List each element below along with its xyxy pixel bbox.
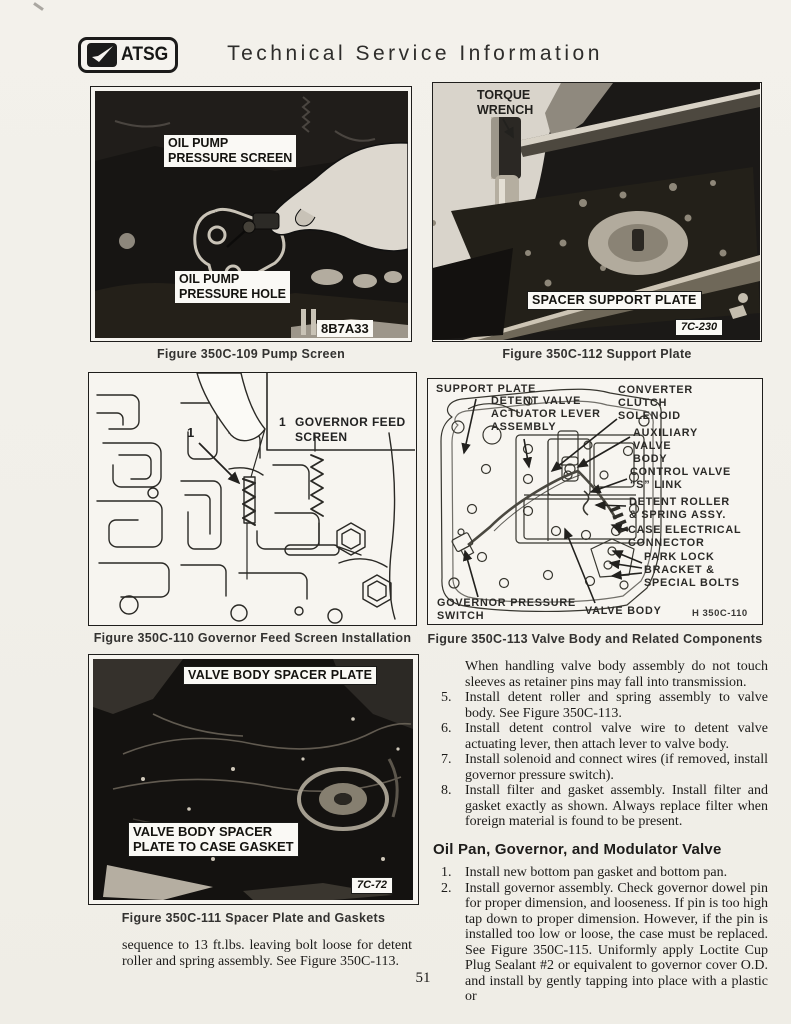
- step-item-5: 5. Install detent roller and spring asse…: [433, 690, 768, 721]
- step-text: Install detent control valve wire to det…: [465, 721, 768, 752]
- label-valve-body: VALVE BODY: [585, 605, 662, 617]
- governor-feed-drawing: [96, 373, 415, 624]
- continuation-paragraph: sequence to 13 ft.lbs. leaving bolt loos…: [122, 938, 412, 969]
- spacer-support-plate-label: SPACER SUPPORT PLATE: [527, 291, 702, 310]
- torque-wrench-arrow-icon: [502, 118, 514, 139]
- scan-speck: [33, 2, 44, 11]
- step-text: Install governor assembly. Check governo…: [465, 880, 768, 1005]
- label-governor-pressure-switch: GOVERNOR PRESSURE SWITCH: [437, 597, 576, 623]
- label-detent-valve-actuator: DETENT VALVE ACTUATOR LEVER ASSEMBLY: [491, 395, 601, 434]
- step-number: 8.: [441, 783, 452, 798]
- section-heading: Oil Pan, Governor, and Modulator Valve: [433, 840, 722, 858]
- caption-fig-350c-110: Figure 350C-110 Governor Feed Screen Ins…: [93, 631, 412, 645]
- atsg-checkmark-icon: [87, 43, 117, 67]
- label-support-plate: SUPPORT PLATE: [436, 383, 537, 395]
- label-auxiliary-valve-body: AUXILIARY VALVE BODY: [633, 427, 698, 466]
- pump-screen-photo: [95, 91, 408, 338]
- caption-fig-350c-112: Figure 350C-112 Support Plate: [502, 347, 692, 361]
- step-number: 5.: [441, 690, 452, 705]
- photo-code-8b7a33: 8B7A33: [317, 320, 373, 338]
- step-text: Install new bottom pan gasket and bottom…: [465, 865, 728, 880]
- drawing-code-h-350c-110: H 350C-110: [692, 608, 748, 619]
- label-control-valve-s-link: CONTROL VALVE “S” LINK: [630, 466, 731, 492]
- photo-code-7c-230: 7C-230: [675, 319, 724, 336]
- figure-350c-109: OIL PUMP PRESSURE SCREEN OIL PUMP PRESSU…: [90, 86, 412, 342]
- step-number: 6.: [441, 721, 452, 736]
- step-item-2: 2. Install governor assembly. Check gove…: [433, 881, 768, 1005]
- valve-body-spacer-plate-label: VALVE BODY SPACER PLATE: [183, 666, 378, 685]
- step-number: 2.: [441, 880, 452, 896]
- atsg-logo: ATSG: [78, 37, 178, 73]
- intro-paragraph: When handling valve body assembly do not…: [465, 659, 768, 690]
- step-text: Install solenoid and connect wires (if r…: [465, 752, 768, 783]
- step-text: Install detent roller and spring assembl…: [465, 690, 768, 721]
- caption-fig-350c-109: Figure 350C-109 Pump Screen: [156, 347, 346, 361]
- page-number: 51: [415, 970, 431, 986]
- spacer-plate-gasket-label: VALVE BODY SPACER PLATE TO CASE GASKET: [128, 822, 299, 857]
- oil-pump-pressure-hole-label: OIL PUMP PRESSURE HOLE: [175, 271, 290, 303]
- page-title: Technical Service Information: [227, 42, 603, 65]
- governor-feed-legend: 1 GOVERNOR FEED SCREEN: [279, 415, 406, 445]
- step-text: Install filter and gasket assembly. Inst…: [465, 783, 768, 829]
- valve-body-drawing: [440, 388, 662, 613]
- label-detent-roller-spring: DETENT ROLLER & SPRING ASSY.: [629, 496, 730, 522]
- step-item-6: 6. Install detent control valve wire to …: [433, 721, 768, 752]
- label-park-lock-bracket: PARK LOCK BRACKET & SPECIAL BOLTS: [644, 551, 740, 590]
- step-item-7: 7. Install solenoid and connect wires (i…: [433, 752, 768, 783]
- label-converter-clutch-solenoid: CONVERTER CLUTCH SOLENOID: [618, 384, 693, 423]
- callout-number: 1: [187, 425, 195, 440]
- oil-pump-pressure-screen-label: OIL PUMP PRESSURE SCREEN: [164, 135, 297, 167]
- legend-number: 1: [279, 415, 286, 429]
- spacer-plate-photo: [93, 659, 413, 900]
- legend-text: GOVERNOR FEED SCREEN: [295, 415, 406, 444]
- figure-350c-112: TORQUE WRENCH SPACER SUPPORT PLATE 7C-23…: [432, 82, 762, 342]
- figure-350c-113: SUPPORT PLATE DETENT VALVE ACTUATOR LEVE…: [427, 378, 763, 625]
- label-case-electrical-connector: CASE ELECTRICAL CONNECTOR: [628, 524, 742, 550]
- torque-wrench-label: TORQUE WRENCH: [477, 88, 534, 117]
- body-text-column: When handling valve body assembly do not…: [433, 659, 768, 1005]
- logo-text: ATSG: [121, 44, 169, 65]
- step-number: 7.: [441, 752, 452, 767]
- figure-350c-111: VALVE BODY SPACER PLATE VALVE BODY SPACE…: [88, 654, 419, 905]
- photo-code-7c-72: 7C-72: [351, 877, 393, 894]
- caption-fig-350c-111: Figure 350C-111 Spacer Plate and Gaskets: [121, 911, 386, 925]
- step-item-1: 1. Install new bottom pan gasket and bot…: [433, 865, 768, 881]
- step-number: 1.: [441, 865, 452, 880]
- caption-fig-350c-113: Figure 350C-113 Valve Body and Related C…: [427, 632, 763, 646]
- figure-350c-110: 1 1 GOVERNOR FEED SCREEN: [88, 372, 417, 626]
- step-item-8: 8. Install filter and gasket assembly. I…: [433, 783, 768, 830]
